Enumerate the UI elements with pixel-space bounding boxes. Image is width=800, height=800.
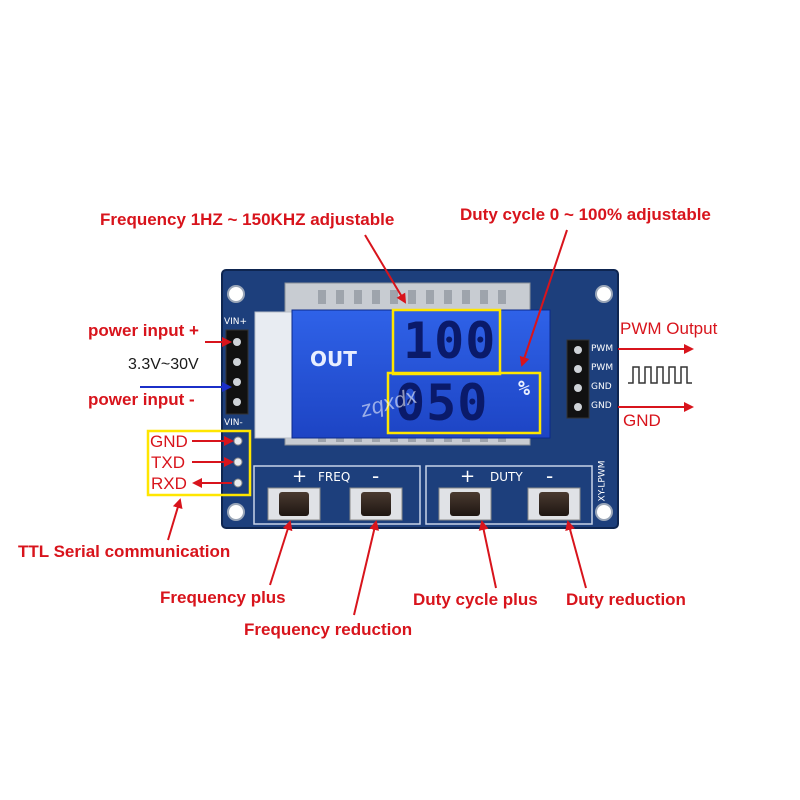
- output-header: [566, 339, 590, 419]
- pin-pwm-1-label: PWM: [591, 344, 614, 354]
- duty-plus-label: Duty cycle plus: [413, 590, 538, 609]
- serial-highlight-box: [146, 429, 252, 497]
- duty-reduction-label: Duty reduction: [566, 590, 686, 609]
- freq-range-label: Frequency 1HZ ~ 150KHZ adjustable: [100, 210, 395, 229]
- duty-minus-sign: -: [546, 464, 554, 488]
- pin-pwm-2-label: PWM: [591, 363, 614, 373]
- gnd-output-label: GND: [623, 411, 661, 430]
- pwm-output-label: PWM Output: [620, 319, 718, 338]
- freq-plus-label: Frequency plus: [160, 588, 286, 607]
- lcd-duty-value: 050: [395, 374, 489, 432]
- power-minus-label: power input -: [88, 390, 195, 409]
- duty-range-label: Duty cycle 0 ~ 100% adjustable: [460, 205, 711, 224]
- power-plus-label: power input +: [88, 321, 199, 340]
- pin-gnd-2-label: GND: [591, 401, 612, 411]
- duty-minus-button[interactable]: [527, 487, 581, 521]
- duty-section-label: DUTY: [490, 470, 523, 484]
- duty-plus-button[interactable]: [438, 487, 492, 521]
- duty-highlight-box: [386, 371, 542, 435]
- annotation-arrows: [140, 229, 694, 616]
- serial-rxd-label: RXD: [151, 474, 187, 493]
- pwm-waveform-icon: [628, 366, 692, 384]
- vin-plus-label: VIN+: [224, 317, 248, 327]
- voltage-label: 3.3V~30V: [128, 356, 199, 373]
- duty-button-panel: [425, 465, 593, 525]
- freq-section-label: FREQ: [318, 470, 351, 484]
- serial-gnd-label: GND: [150, 432, 188, 451]
- serial-txd-label: TXD: [151, 453, 185, 472]
- output-pins: [574, 346, 582, 411]
- mount-hole: [595, 503, 613, 521]
- lcd-out-label: OUT: [310, 347, 357, 371]
- duty-plus-sign: +: [460, 466, 476, 487]
- freq-reduction-label: Frequency reduction: [244, 620, 413, 639]
- mount-hole: [595, 285, 613, 303]
- mount-hole: [227, 285, 245, 303]
- freq-plus-sign: +: [292, 466, 308, 487]
- power-header: [225, 329, 249, 415]
- pin-gnd-1-label: GND: [591, 382, 612, 392]
- lcd-percent-sign: %: [518, 376, 531, 400]
- freq-plus-button[interactable]: [267, 487, 321, 521]
- lcd-frequency-value: 100: [403, 312, 497, 370]
- ttl-serial-label: TTL Serial communication: [18, 542, 231, 561]
- freq-minus-sign: -: [372, 464, 380, 488]
- freq-button-panel: [253, 465, 421, 525]
- serial-pins: [233, 436, 243, 488]
- model-label: XY-LPWM: [597, 460, 608, 502]
- mount-hole: [227, 503, 245, 521]
- lcd-top-pins: [318, 290, 506, 304]
- vin-minus-label: VIN-: [224, 418, 243, 428]
- power-pins: [233, 338, 241, 406]
- freq-minus-button[interactable]: [349, 487, 403, 521]
